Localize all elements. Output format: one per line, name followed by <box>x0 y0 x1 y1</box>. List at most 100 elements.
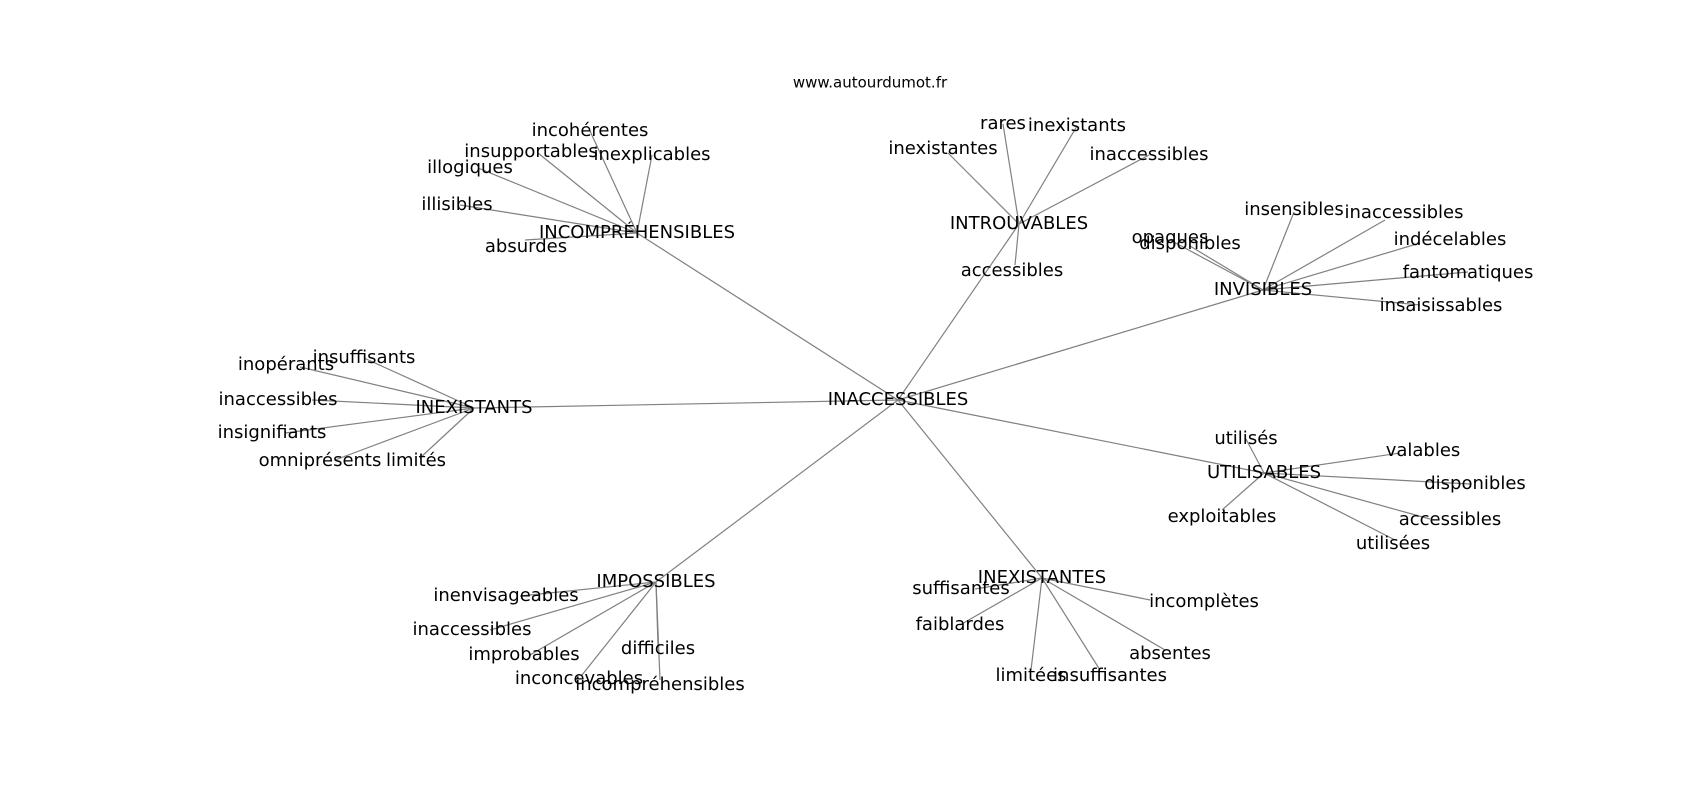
edge-5-1 <box>489 581 657 631</box>
edge-4-0 <box>1245 438 1265 474</box>
edge-3-1 <box>299 366 475 409</box>
word-node-0-4: illisibles <box>421 194 492 215</box>
word-node-0-1: insupportables <box>464 141 597 162</box>
word-node-5-0: inenvisageables <box>433 585 578 606</box>
word-node-4-0: utilisés <box>1214 428 1277 449</box>
cluster-node-6: INEXISTANTES <box>978 567 1106 588</box>
edge-2-5 <box>1169 239 1264 291</box>
edge-root-1 <box>897 223 1020 401</box>
edge-2-3 <box>1262 271 1469 291</box>
edge-6-1 <box>959 577 1043 626</box>
word-node-4-2: disponibles <box>1424 473 1526 494</box>
cluster-node-5: IMPOSSIBLES <box>596 571 715 592</box>
word-node-2-5: opaques <box>1132 227 1209 248</box>
cluster-node-0: INCOMPRÉHENSIBLES <box>539 221 735 243</box>
labels: INACCESSIBLES INCOMPRÉHENSIBLES incohérent… <box>218 113 1534 695</box>
edge-3-2 <box>311 399 475 409</box>
edge-1-4 <box>1014 223 1020 266</box>
edge-root-5 <box>655 399 899 583</box>
word-node-3-5: limités <box>386 450 446 471</box>
edge-3-5 <box>419 407 475 459</box>
edge-0-1 <box>537 152 638 234</box>
word-node-2-0: insensibles <box>1244 199 1344 220</box>
edge-6-0 <box>974 577 1043 590</box>
edge-root-4 <box>897 399 1265 474</box>
word-node-5-1: inaccessibles <box>413 619 532 640</box>
word-node-3-1: inopérants <box>238 354 334 375</box>
word-node-5-4: incompréhensibles <box>575 674 745 695</box>
word-node-6-4: absentes <box>1129 643 1211 664</box>
word-node-2-6: disponibles <box>1139 233 1241 254</box>
word-node-5-5: difficiles <box>621 638 695 659</box>
edge-2-0 <box>1262 211 1295 291</box>
edge-1-2 <box>947 152 1020 225</box>
edge-2-6 <box>1189 245 1264 291</box>
cluster-node-4: UTILISABLES <box>1207 462 1321 483</box>
edge-6-5 <box>1041 577 1151 601</box>
edge-root-3 <box>473 399 899 409</box>
edge-4-4 <box>1263 472 1396 541</box>
word-node-3-0: insuffisants <box>313 347 416 368</box>
word-node-1-0: rares <box>980 113 1026 134</box>
word-node-6-3: insuffisantes <box>1053 665 1167 686</box>
edge-0-0 <box>589 130 638 234</box>
word-node-3-4: omniprésents <box>259 450 382 471</box>
edge-4-3 <box>1263 472 1431 520</box>
edge-1-0 <box>1002 123 1020 225</box>
edge-4-5 <box>1221 472 1265 511</box>
word-node-0-5: absurdes <box>485 236 567 257</box>
edge-5-5 <box>655 581 659 646</box>
edge-5-2 <box>529 581 657 656</box>
word-node-6-1: faiblardes <box>916 614 1005 635</box>
word-node-5-3: inconcevables <box>515 668 643 689</box>
edge-3-4 <box>334 407 475 461</box>
edge-root-2 <box>897 289 1264 401</box>
edge-6-4 <box>1041 577 1166 651</box>
word-node-2-1: inaccessibles <box>1345 202 1464 223</box>
word-node-6-2: limitées <box>995 665 1066 686</box>
edge-2-1 <box>1262 219 1386 291</box>
edge-5-0 <box>519 581 657 597</box>
cluster-node-1: INTROUVABLES <box>950 213 1088 234</box>
word-node-4-3: accessibles <box>1399 509 1502 530</box>
edge-1-1 <box>1018 125 1078 225</box>
word-node-1-3: inaccessibles <box>1090 144 1209 165</box>
edge-2-2 <box>1262 242 1421 291</box>
word-node-1-1: inexistants <box>1028 115 1126 136</box>
root-node: INACCESSIBLES <box>828 389 969 410</box>
edge-0-2 <box>636 154 653 234</box>
edge-0-3 <box>477 167 638 234</box>
word-node-2-4: insaisissables <box>1380 295 1503 316</box>
word-node-4-4: utilisées <box>1356 533 1430 554</box>
cluster-node-3: INEXISTANTS <box>415 397 532 418</box>
word-node-2-2: indécelables <box>1394 229 1507 250</box>
word-node-6-5: incomplètes <box>1149 591 1259 612</box>
word-node-6-0: suffisantes <box>912 578 1010 599</box>
edge-0-4 <box>459 204 638 234</box>
site-credit: www.autourdumot.fr <box>793 74 948 92</box>
edge-root-6 <box>897 399 1043 579</box>
word-node-2-3: fantomatiques <box>1403 262 1534 283</box>
word-node-1-2: inexistantes <box>888 138 997 159</box>
edges <box>284 123 1471 681</box>
edge-0-5 <box>524 232 638 241</box>
word-node-5-2: improbables <box>468 644 579 665</box>
word-node-0-0: incohérentes <box>532 120 649 141</box>
word-node-4-5: exploitables <box>1168 506 1277 527</box>
word-node-0-3: illogiques <box>427 157 513 178</box>
edge-6-3 <box>1041 577 1101 671</box>
edge-4-1 <box>1263 452 1401 474</box>
word-node-3-3: insignifiants <box>218 422 327 443</box>
word-node-1-4: accessibles <box>961 260 1064 281</box>
edge-6-2 <box>1030 577 1043 671</box>
word-node-3-2: inaccessibles <box>219 389 338 410</box>
edge-4-2 <box>1263 472 1471 485</box>
edge-2-4 <box>1262 289 1421 306</box>
edge-1-3 <box>1018 154 1150 225</box>
word-node-0-2: inexplicables <box>593 144 710 165</box>
cluster-node-2: INVISIBLES <box>1214 279 1312 300</box>
edge-5-3 <box>581 581 657 676</box>
edge-root-0 <box>636 232 899 401</box>
word-node-4-1: valables <box>1386 440 1461 461</box>
